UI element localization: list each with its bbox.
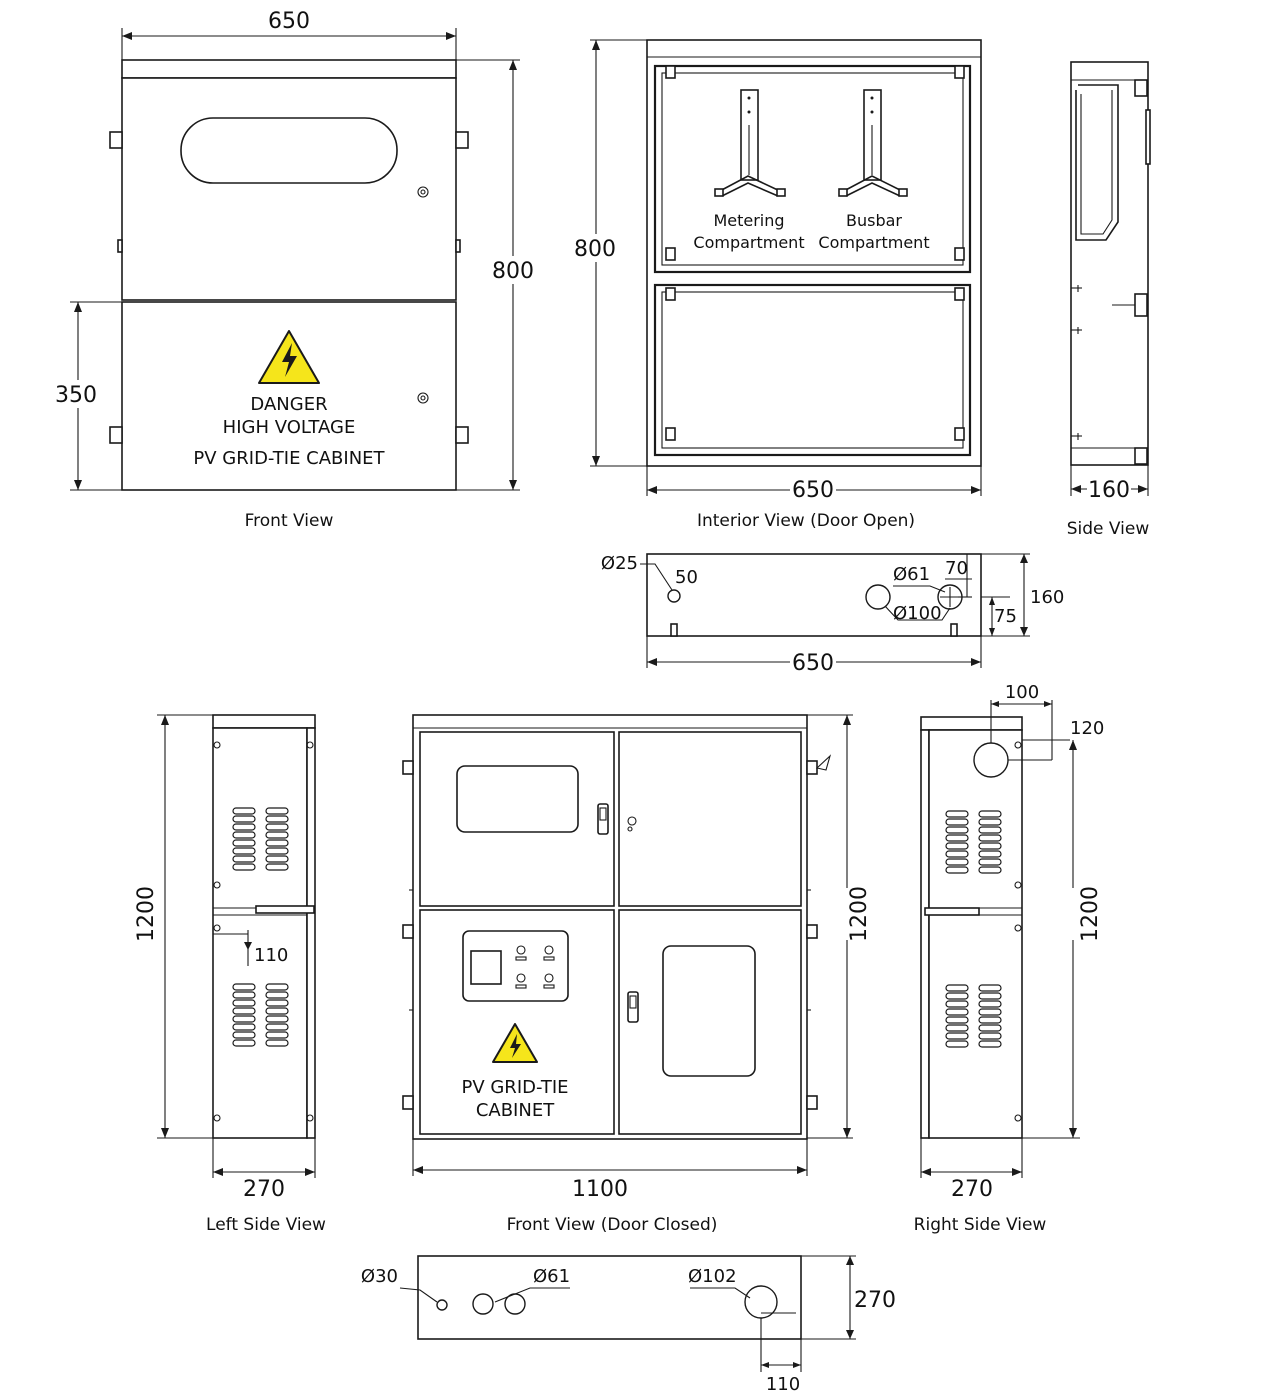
dim-side-depth-160: 160 <box>1088 478 1130 503</box>
label-metering-compartment: Compartment <box>693 233 804 252</box>
dim-hole-offset-50: 50 <box>675 567 698 588</box>
dim-hole-0100: Ø100 <box>893 603 942 624</box>
warning-cabinet-label: PV GRID-TIE CABINET <box>193 448 385 469</box>
meter-display <box>470 950 502 985</box>
dim-left-offset-110: 110 <box>254 945 288 966</box>
dim-bottom-width-650: 650 <box>792 651 834 676</box>
viewing-window <box>662 945 756 1077</box>
dim-height-800: 800 <box>492 259 534 284</box>
dim-large-hole-061: Ø61 <box>533 1266 570 1287</box>
cable-hole <box>472 1293 494 1315</box>
hinge-icon <box>402 760 818 1110</box>
busbar-bracket-icon <box>838 89 908 197</box>
dim-interior-width-650: 650 <box>792 478 834 503</box>
label-busbar: Busbar <box>846 211 902 230</box>
indicator-lights <box>515 945 555 989</box>
right-side-view: 100 120 1200 270 Right Side View <box>914 682 1105 1235</box>
sign-pv-grid-tie: PV GRID-TIE <box>461 1077 568 1098</box>
warning-triangle-icon <box>492 1023 538 1063</box>
metering-bracket-icon <box>714 89 786 197</box>
dim-offset-70: 70 <box>945 558 968 579</box>
lock-icon <box>417 392 429 404</box>
dim-right-hole-offset-100: 100 <box>1005 682 1039 703</box>
dim-left-depth-270: 270 <box>243 1177 285 1202</box>
warning-high-voltage: HIGH VOLTAGE <box>223 417 356 438</box>
hinge-icon <box>109 131 469 444</box>
cable-hole <box>973 742 1009 778</box>
dim-large-hole-030: Ø30 <box>361 1266 398 1287</box>
viewing-window <box>456 765 579 833</box>
dim-large-hole-0102: Ø102 <box>688 1266 737 1287</box>
dim-offset-75: 75 <box>994 606 1017 627</box>
front-view-small: DANGER HIGH VOLTAGE PV GRID-TIE CABINET … <box>55 9 534 531</box>
dim-width-650: 650 <box>268 9 310 34</box>
side-view-small: 160 Side View <box>1067 61 1151 539</box>
dim-right-depth-270: 270 <box>951 1177 993 1202</box>
cable-hole <box>865 584 891 610</box>
lock-icon <box>417 186 429 198</box>
warning-danger: DANGER <box>250 394 327 415</box>
cable-hole <box>436 1299 448 1311</box>
dim-front-width-1100: 1100 <box>572 1177 628 1202</box>
warning-triangle-icon <box>258 330 320 384</box>
interior-view: Metering Compartment Busbar Compartment … <box>574 39 982 531</box>
caption-left-side-view: Left Side View <box>206 1215 326 1235</box>
control-panel <box>462 930 569 1002</box>
dim-right-hole-offset-120: 120 <box>1070 718 1104 739</box>
cable-hole <box>667 589 681 603</box>
handle-icon <box>597 803 639 1023</box>
dim-front-height-1200: 1200 <box>847 886 872 942</box>
bottom-view-large: Ø30 Ø61 Ø102 270 110 <box>361 1255 896 1395</box>
dim-large-offset-110: 110 <box>766 1374 800 1395</box>
front-view-large: PV GRID-TIE CABINET 1200 1100 Front View… <box>402 714 872 1235</box>
caption-front-view-closed: Front View (Door Closed) <box>507 1215 718 1235</box>
lock-icon <box>627 816 637 826</box>
dim-lower-350: 350 <box>55 383 97 408</box>
hinge-icon <box>665 65 965 441</box>
caption-right-side-view: Right Side View <box>914 1215 1047 1235</box>
dim-hole-061: Ø61 <box>893 564 930 585</box>
bottom-view-small: Ø25 50 Ø61 70 Ø100 75 160 650 <box>601 553 1064 676</box>
sign-cabinet: CABINET <box>476 1100 555 1121</box>
label-metering: Metering <box>713 211 784 230</box>
label-busbar-compartment: Compartment <box>818 233 929 252</box>
dim-bottom-depth-160: 160 <box>1030 587 1064 608</box>
dim-interior-height-800: 800 <box>574 237 616 262</box>
dim-large-bottom-depth-270: 270 <box>854 1288 896 1313</box>
viewing-window <box>180 117 398 184</box>
dim-left-height-1200: 1200 <box>134 886 159 942</box>
left-side-view: 110 1200 270 Left Side View <box>130 714 326 1235</box>
caption-interior-view: Interior View (Door Open) <box>697 511 915 531</box>
caption-front-view: Front View <box>245 511 334 531</box>
foot-icon <box>670 623 958 637</box>
caption-side-view: Side View <box>1067 519 1150 539</box>
dim-hole-025: Ø25 <box>601 553 638 574</box>
dim-right-height-1200: 1200 <box>1078 886 1103 942</box>
